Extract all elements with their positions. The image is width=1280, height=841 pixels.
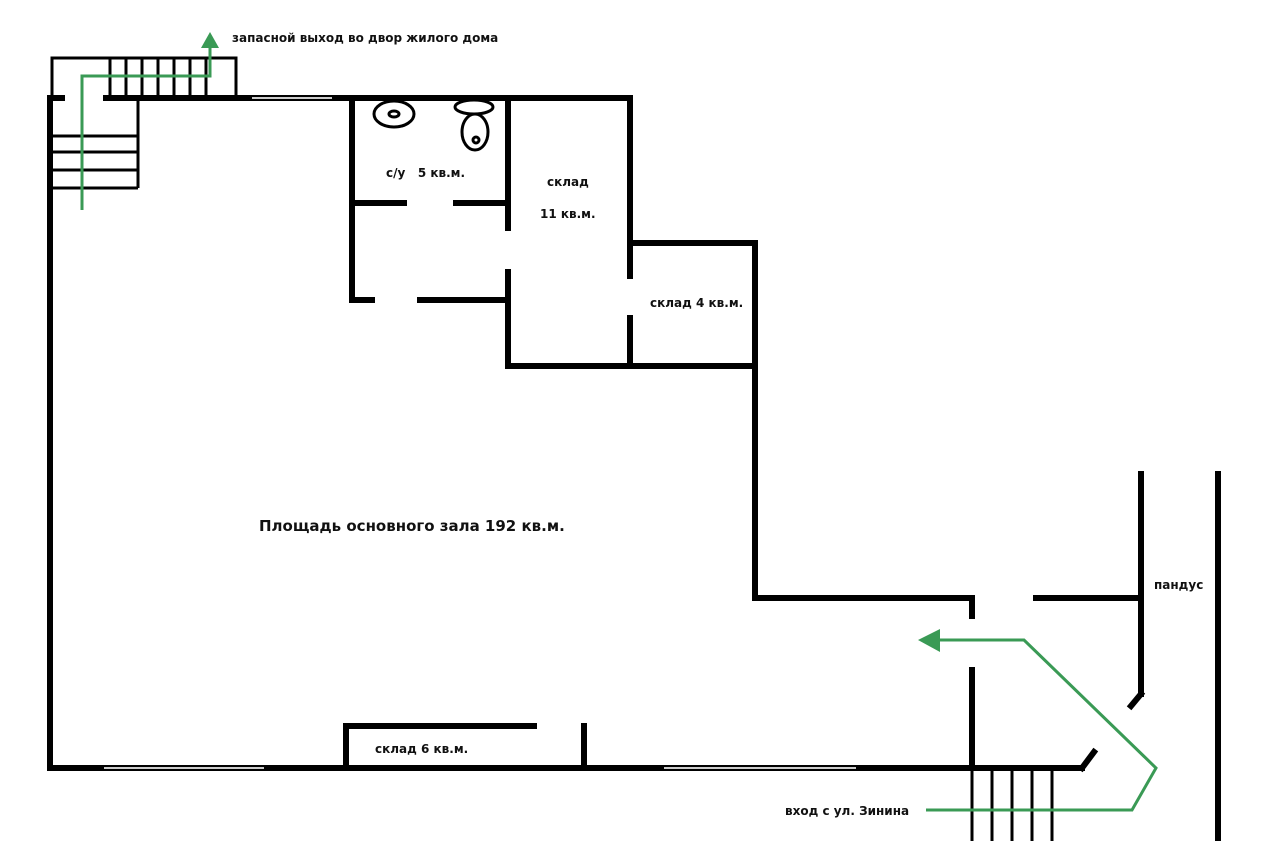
toilet-icon <box>453 98 495 152</box>
storage-11-area: 11 кв.м. <box>540 207 596 221</box>
entrance-label: вход с ул. Зинина <box>785 804 910 818</box>
main-hall-label: Площадь основного зала 192 кв.м. <box>259 517 565 535</box>
emergency-exit-label: запасной выход во двор жилого дома <box>232 31 499 45</box>
storage-6-label: склад 6 кв.м. <box>375 742 469 756</box>
storage-11-title: склад <box>547 175 589 189</box>
sink-icon <box>372 99 416 129</box>
emergency-stair <box>50 56 238 190</box>
outer-walls <box>47 95 1143 773</box>
entrance-arrow <box>918 629 1158 812</box>
storage-4-label: склад 4 кв.м. <box>650 296 744 310</box>
ramp-walls <box>1126 471 1221 841</box>
entrance-stair <box>970 768 1054 841</box>
ramp-label: пандус <box>1154 578 1204 592</box>
emergency-exit-arrow <box>80 32 219 210</box>
wc-label: с/у 5 кв.м. <box>386 166 466 180</box>
inner-walls <box>343 95 587 771</box>
windows <box>104 97 856 769</box>
